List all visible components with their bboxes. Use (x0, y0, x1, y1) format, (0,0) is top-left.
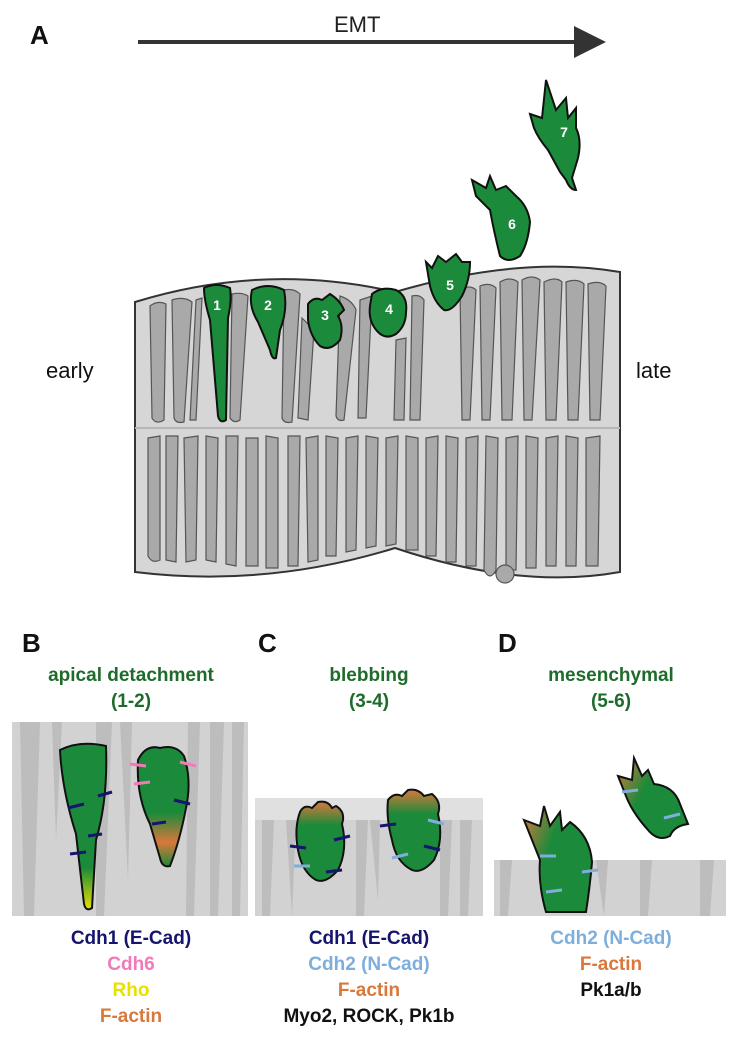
early-label: early (46, 358, 94, 383)
cell-number-1: 1 (213, 297, 221, 313)
protruding-cell (495, 564, 515, 584)
panel-d-illustration (494, 754, 726, 916)
cell-number-3: 3 (321, 307, 329, 323)
cell-6 (470, 173, 532, 261)
cell-4 (368, 287, 408, 338)
cell-2 (249, 285, 287, 360)
panel-d-cell-lower (522, 805, 594, 913)
panel-b-cell-1 (58, 742, 108, 911)
emt-label: EMT (334, 12, 381, 37)
panel-c-cell-1 (295, 800, 346, 882)
cell-3 (307, 292, 346, 349)
panel-b-illustration (12, 722, 248, 916)
panel-c-illustration (255, 788, 483, 916)
panel-d-legend: Cdh2 (N-Cad) F-actin Pk1a/b (494, 926, 728, 1004)
cell-7 (528, 79, 581, 192)
late-label: late (636, 358, 672, 383)
cell-number-7: 7 (560, 124, 568, 140)
panel-b-title: apical detachment (1-2) (8, 663, 254, 715)
panel-label-d: D (498, 628, 517, 658)
legend-d-cdh2: Cdh2 (N-Cad) (550, 928, 672, 949)
panel-b-title-line2: (1-2) (110, 691, 152, 712)
legend-c-cdh2: Cdh2 (N-Cad) (308, 954, 430, 975)
panel-d-title-line1: mesenchymal (548, 665, 674, 686)
legend-c-cdh1: Cdh1 (E-Cad) (308, 928, 430, 949)
panel-d-cell-upper (616, 754, 690, 839)
legend-b-cdh6: Cdh6 (107, 954, 155, 975)
legend-c-factin: F-actin (337, 980, 401, 1001)
cell-5 (424, 252, 472, 312)
tissue-cells-bottom (147, 435, 601, 577)
cell-1 (202, 284, 232, 423)
legend-d-factin: F-actin (579, 954, 643, 975)
legend-d-pk1: Pk1a/b (580, 980, 642, 1001)
panel-d-title: mesenchymal (5-6) (494, 663, 728, 715)
panel-b-title-line1: apical detachment (48, 665, 214, 686)
cell-number-4: 4 (385, 301, 393, 317)
legend-b-rho: Rho (112, 980, 150, 1001)
panel-b-cell-2 (136, 746, 190, 868)
panel-label-c: C (258, 628, 277, 658)
legend-b-factin: F-actin (99, 1006, 163, 1027)
legend-c-myo2: Myo2, ROCK, Pk1b (283, 1006, 455, 1027)
green-cells (202, 79, 581, 423)
cell-number-2: 2 (264, 297, 272, 313)
panel-c-title-line2: (3-4) (348, 691, 390, 712)
cell-number-5: 5 (446, 277, 454, 293)
panel-c-legend: Cdh1 (E-Cad) Cdh2 (N-Cad) F-actin Myo2, … (252, 926, 486, 1030)
cell-number-6: 6 (508, 216, 516, 232)
panel-label-a: A (30, 20, 49, 50)
panel-c-title-line1: blebbing (329, 665, 409, 686)
panel-c-title: blebbing (3-4) (252, 663, 486, 715)
panel-label-b: B (22, 628, 41, 658)
panel-d-title-line2: (5-6) (590, 691, 632, 712)
emt-arrow (138, 26, 606, 58)
panel-c-cell-2 (386, 788, 442, 872)
legend-b-cdh1: Cdh1 (E-Cad) (70, 928, 192, 949)
panel-b-legend: Cdh1 (E-Cad) Cdh6 Rho F-actin (8, 926, 254, 1030)
